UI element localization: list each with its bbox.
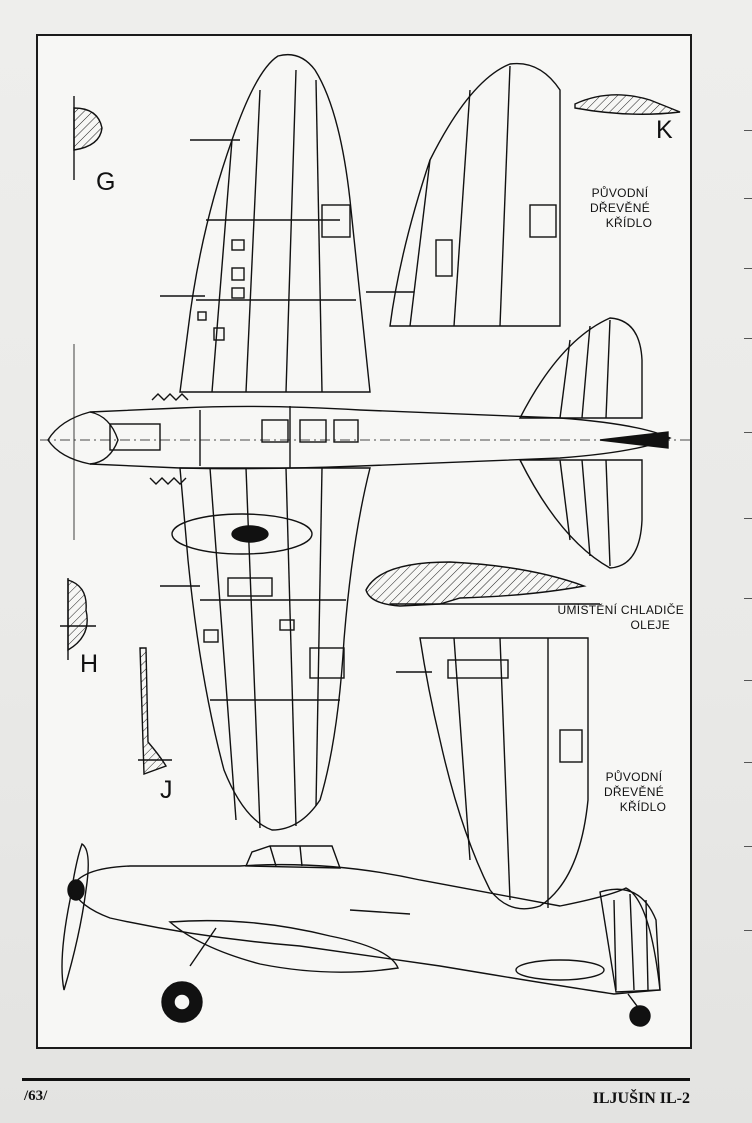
- detail-label-j: J: [160, 776, 173, 804]
- detail-label-g: G: [96, 168, 116, 196]
- page-number: /63/: [24, 1088, 48, 1104]
- drawing-frame: [36, 34, 692, 1049]
- caption-wood-wing-bottom: PŮVODNÍ DŘEVĚNÉ KŘÍDLO: [584, 770, 684, 815]
- detail-label-h: H: [80, 650, 99, 678]
- caption-line: OLEJE: [630, 618, 670, 632]
- caption-wood-wing-top: PŮVODNÍ DŘEVĚNÉ KŘÍDLO: [560, 186, 680, 231]
- wood-wing-outline-bottom: [396, 637, 589, 910]
- caption-line: PŮVODNÍ: [591, 186, 649, 200]
- caption-line: DŘEVĚNÉ: [589, 201, 651, 215]
- top-view-wing-upper: [160, 53, 371, 393]
- detail-j-profile: [138, 647, 172, 775]
- detail-k-airfoil: [574, 94, 681, 115]
- side-view-aircraft: [61, 842, 661, 1027]
- oil-cooler-section: [365, 561, 600, 607]
- top-view-wing-lower: [160, 467, 371, 831]
- detail-g-profile: [73, 96, 103, 180]
- detail-h-profile: [60, 578, 96, 660]
- caption-line: DŘEVĚNÉ: [603, 785, 665, 799]
- caption-oil-cooler: UMÍSTĚNÍ CHLADIČE OLEJE: [534, 603, 684, 633]
- detail-label-k: K: [656, 116, 673, 144]
- top-view-tailplane: [518, 317, 669, 569]
- caption-line: UMÍSTĚNÍ CHLADIČE: [557, 603, 684, 617]
- wood-wing-outline-top: [366, 62, 561, 327]
- footer-title: ILJUŠIN IL-2: [592, 1090, 690, 1107]
- caption-line: KŘÍDLO: [619, 800, 667, 814]
- top-view-fuselage: [40, 344, 690, 540]
- external-tank: [171, 513, 313, 555]
- footer-rule: [22, 1078, 690, 1081]
- caption-line: KŘÍDLO: [605, 216, 653, 230]
- caption-line: PŮVODNÍ: [605, 770, 663, 784]
